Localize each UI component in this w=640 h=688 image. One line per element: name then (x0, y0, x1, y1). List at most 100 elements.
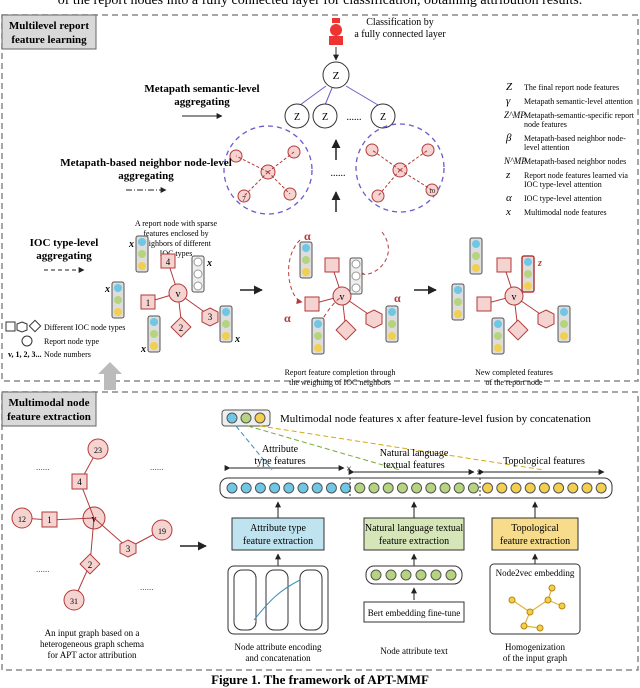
svg-text:Multimodal node features: Multimodal node features (524, 208, 607, 217)
feature-cell (382, 482, 394, 494)
fusion-vector (221, 409, 271, 427)
neighbor-aggregation-left: 7 (223, 125, 313, 215)
svg-text:N^MP: N^MP (503, 156, 527, 166)
node2vec-panel: Node2vec embedding (489, 563, 581, 635)
svg-text:x: x (505, 206, 511, 218)
svg-text:features enclosed by: features enclosed by (143, 229, 208, 238)
final-report-node (322, 61, 350, 89)
figure-caption: Figure 1. The framework of APT-MMF (211, 672, 429, 687)
svg-text:α: α (394, 291, 401, 305)
svg-text:3: 3 (208, 312, 213, 322)
classification-line2: a fully connected layer (354, 29, 446, 40)
svg-text:x: x (234, 334, 240, 345)
stage-semantic-1: Metapath semantic-level (144, 83, 259, 95)
top-caption: of the report nodes into a fully connect… (58, 0, 582, 8)
svg-text:Report node features learned v: Report node features learned via (524, 171, 628, 180)
stage-ioc-2: aggregating (36, 250, 92, 262)
svg-text:Topological: Topological (511, 523, 559, 534)
svg-text:×: × (476, 468, 482, 479)
svg-text:7: 7 (242, 195, 246, 203)
feature-cell (581, 482, 593, 494)
upper-section-label-bg (1, 14, 97, 50)
svg-text:of the report node: of the report node (485, 378, 543, 387)
stage-neighbor-2: aggregating (118, 170, 174, 182)
svg-text:Z: Z (506, 81, 513, 93)
lower-section-frame (1, 391, 639, 671)
lower-section-label-1: Multimodal node (9, 397, 90, 409)
svg-text:x: x (140, 344, 146, 355)
ioc-graph-completed: v z (451, 237, 571, 355)
svg-text:α: α (284, 311, 291, 325)
svg-text:IOC types: IOC types (160, 249, 193, 258)
svg-text:IOC type-level attention: IOC type-level attention (524, 194, 602, 203)
svg-text:Node attribute encoding: Node attribute encoding (235, 642, 322, 652)
feature-cell (411, 482, 423, 494)
svg-text:v: v (340, 292, 345, 303)
svg-text:x: x (206, 258, 212, 269)
svg-text:v: v (176, 289, 181, 300)
svg-text:textual features: textual features (383, 460, 444, 471)
svg-text:Z: Z (380, 112, 386, 123)
svg-text:×: × (346, 464, 352, 475)
svg-text:12: 12 (18, 515, 26, 524)
bert-cell (400, 569, 412, 581)
feature-cell (453, 482, 465, 494)
attr-encoding-matrix (227, 565, 329, 635)
svg-text:Metapath-based neighbor nodes: Metapath-based neighbor nodes (524, 157, 626, 166)
stage-ioc-1: IOC type-level (30, 237, 99, 249)
feature-cell (567, 482, 579, 494)
feature-bars-graph1: x x x x x (104, 235, 240, 355)
svg-text:......: ...... (36, 564, 50, 574)
svg-text:1: 1 (146, 298, 151, 308)
bert-cell (430, 569, 442, 581)
svg-text:Different IOC node types: Different IOC node types (44, 323, 125, 332)
stage-neighbor-1: Metapath-based neighbor node-level (60, 157, 232, 169)
svg-text:4: 4 (77, 477, 82, 487)
svg-text:Attribute: Attribute (262, 444, 299, 455)
feature-cell (297, 482, 309, 494)
svg-text:feature extraction: feature extraction (500, 536, 570, 547)
svg-text:Z: Z (322, 112, 328, 123)
svg-text:2: 2 (88, 560, 93, 570)
svg-text:α: α (506, 192, 512, 204)
ioc-graph-sparse: v 4 1 2 3 (140, 253, 219, 338)
svg-text:Node attribute text: Node attribute text (380, 646, 448, 656)
svg-text:Metapath-based neighbor node-: Metapath-based neighbor node- (524, 134, 626, 143)
svg-text:10: 10 (429, 189, 435, 195)
section-up-arrow (98, 362, 122, 390)
feature-cell (524, 482, 536, 494)
svg-text:Node numbers: Node numbers (44, 350, 91, 359)
feature-cell (269, 482, 281, 494)
upper-section-frame (1, 14, 639, 382)
svg-text:α: α (304, 229, 311, 243)
svg-text:......: ...... (140, 582, 154, 592)
feature-cell (553, 482, 565, 494)
classification-line1: Classification by (366, 17, 434, 28)
svg-text:Homogenization: Homogenization (505, 642, 565, 652)
lower-section-label-bg (1, 391, 97, 427)
stage-semantic-2: aggregating (174, 96, 230, 108)
feature-cell (482, 482, 494, 494)
svg-text:for APT actor attribution: for APT actor attribution (47, 650, 137, 660)
concatenated-feature-vector (219, 477, 613, 499)
upper-section-label-2: feature learning (11, 34, 87, 46)
svg-text:γ: γ (506, 95, 511, 107)
feature-cell (325, 482, 337, 494)
svg-text:z: z (505, 169, 511, 181)
svg-text:......: ...... (36, 462, 50, 472)
svg-text:v: v (512, 292, 517, 303)
feature-cell (538, 482, 550, 494)
svg-text:x: x (128, 239, 134, 250)
svg-text:Report node type: Report node type (44, 337, 100, 346)
svg-text:feature extraction: feature extraction (379, 536, 449, 547)
feature-cell (368, 482, 380, 494)
svg-text:Topological features: Topological features (503, 456, 585, 467)
svg-text:......: ...... (331, 168, 346, 179)
topo-extraction-box (491, 517, 579, 551)
svg-text:The final report node features: The final report node features (524, 83, 619, 92)
svg-text:the weighting of IOC neighbors: the weighting of IOC neighbors (289, 378, 391, 387)
bert-cell (385, 569, 397, 581)
symbol-legend: Z The final report node features γ Metap… (503, 81, 635, 218)
feature-cell (467, 482, 479, 494)
